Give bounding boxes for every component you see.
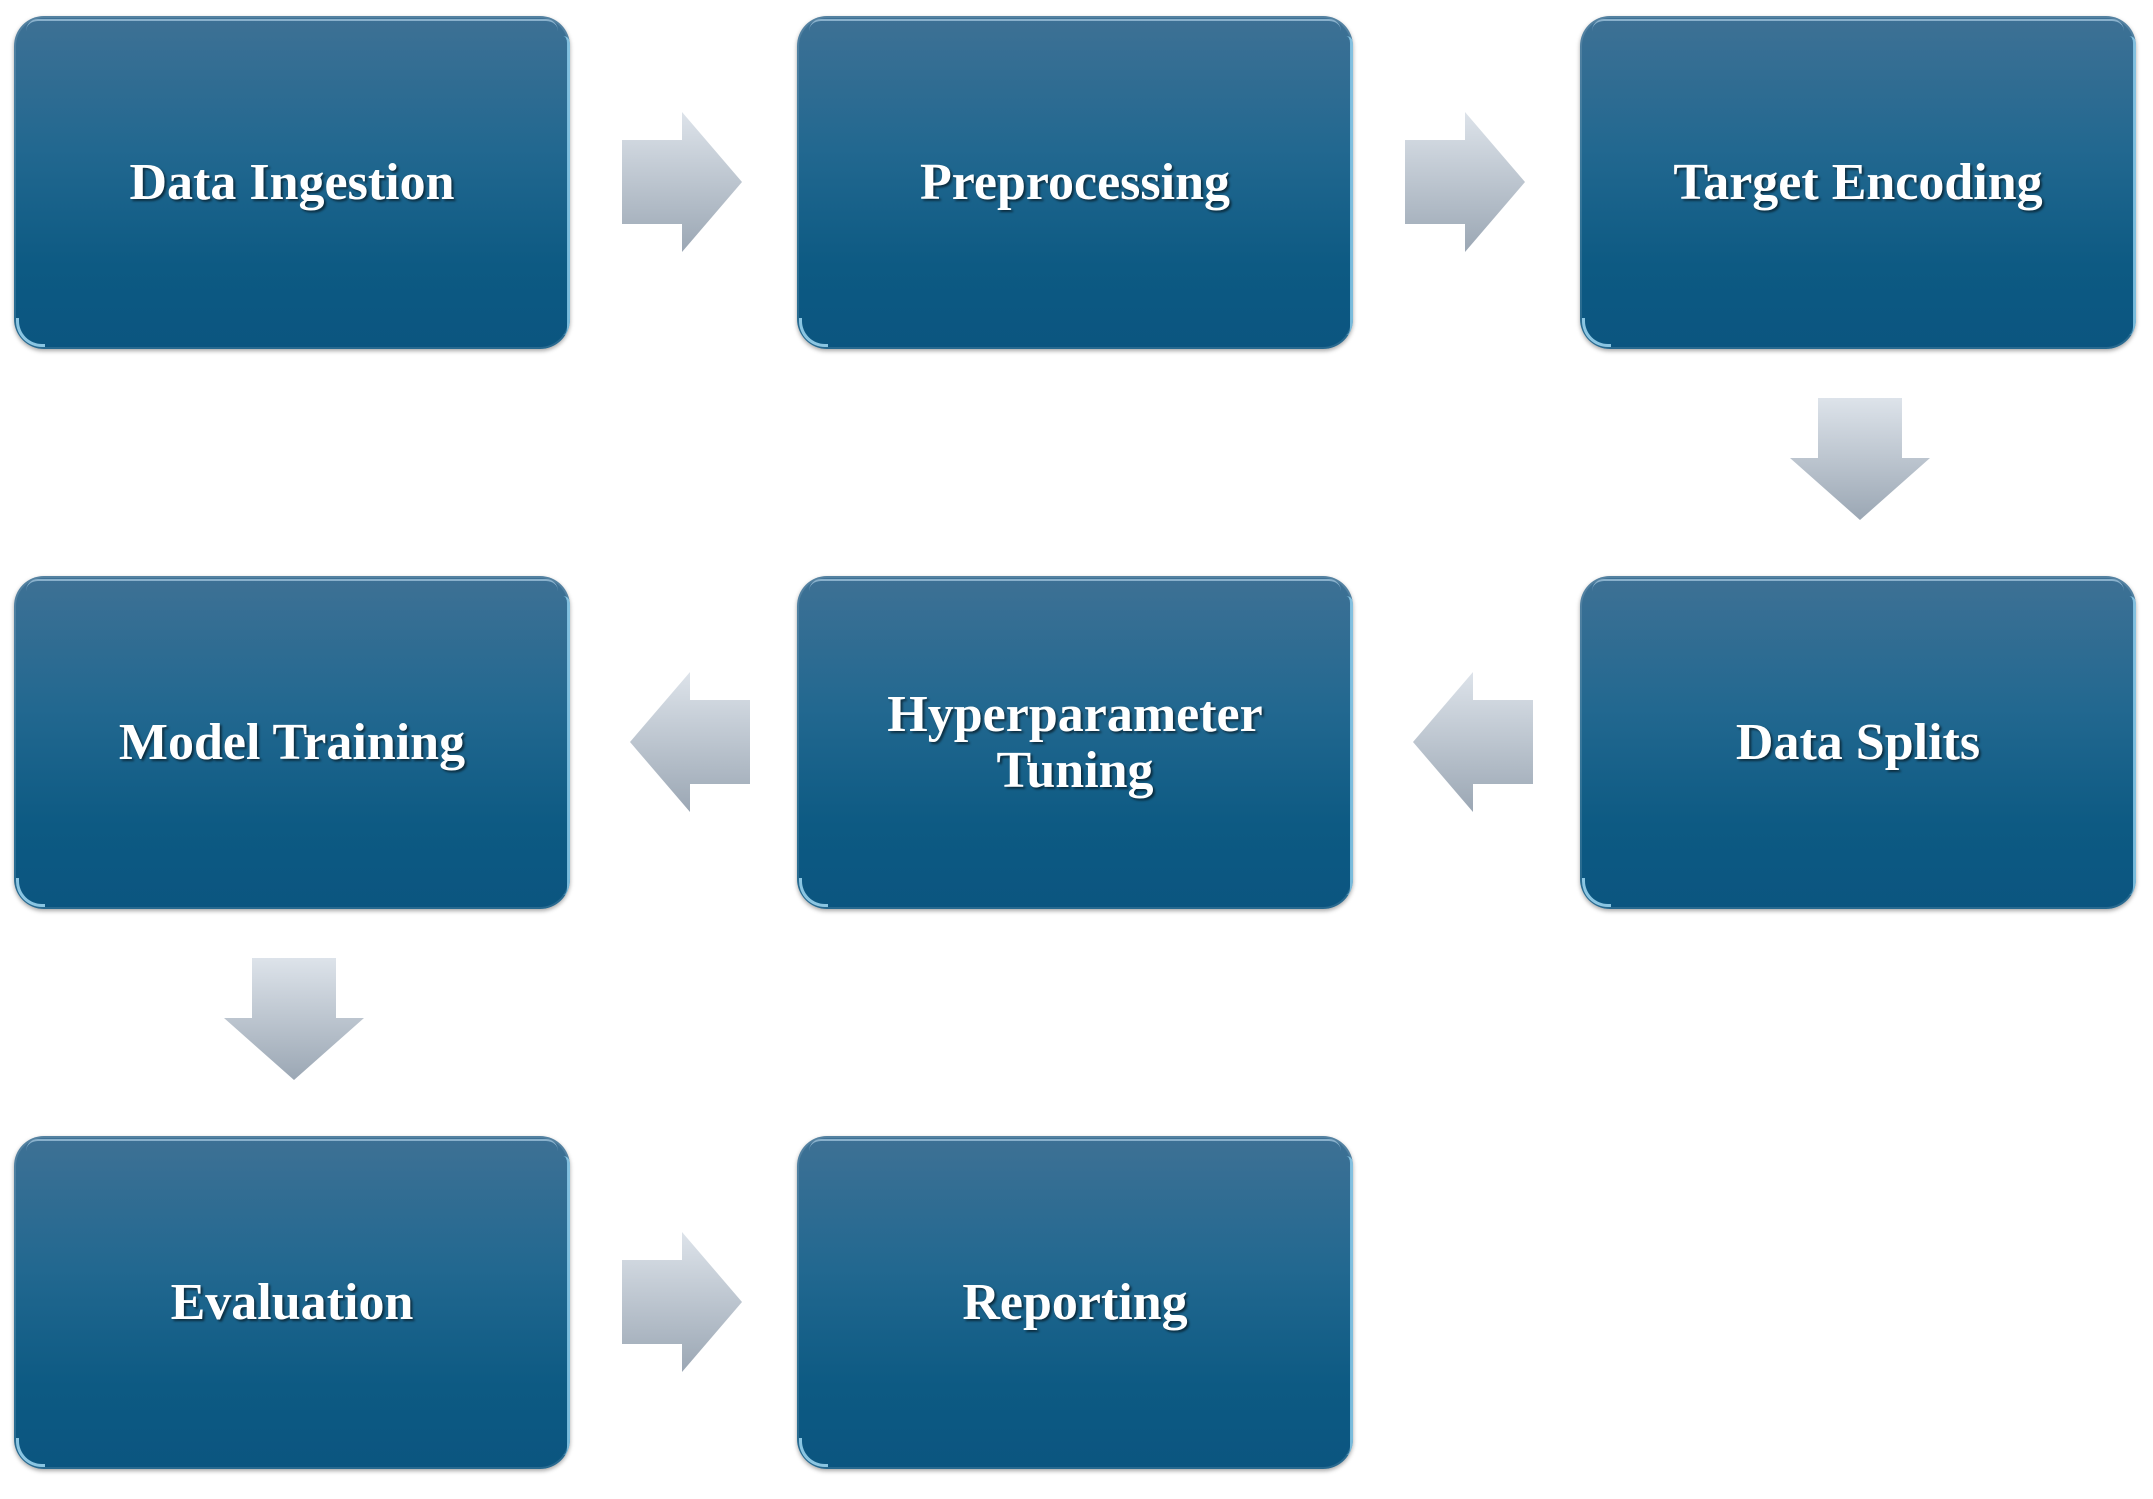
step-preprocessing: Preprocessing — [797, 16, 1353, 349]
arrow-down-icon — [224, 958, 364, 1080]
step-model-training: Model Training — [14, 576, 570, 909]
arrow-down-icon — [1790, 398, 1930, 520]
arrow-right-icon — [622, 1232, 742, 1372]
step-label: Data Splits — [1735, 713, 1981, 771]
step-hyperparameter-tuning: Hyperparameter Tuning — [797, 576, 1353, 909]
step-label: Model Training — [118, 713, 466, 771]
step-label: Target Encoding — [1673, 153, 2043, 211]
step-label: Preprocessing — [919, 153, 1231, 211]
box-highlight — [799, 318, 828, 347]
step-label: Hyperparameter Tuning — [887, 685, 1263, 799]
box-highlight — [16, 318, 45, 347]
step-evaluation: Evaluation — [14, 1136, 570, 1469]
arrow-left-icon — [1413, 672, 1533, 812]
step-data-splits: Data Splits — [1580, 576, 2136, 909]
box-highlight — [799, 1438, 828, 1467]
step-label: Evaluation — [170, 1273, 414, 1331]
step-data-ingestion: Data Ingestion — [14, 16, 570, 349]
box-highlight — [16, 878, 45, 907]
step-reporting: Reporting — [797, 1136, 1353, 1469]
arrow-right-icon — [622, 112, 742, 252]
box-highlight — [16, 1438, 45, 1467]
step-target-encoding: Target Encoding — [1580, 16, 2136, 349]
arrow-left-icon — [630, 672, 750, 812]
step-label: Data Ingestion — [129, 153, 455, 211]
box-highlight — [799, 878, 828, 907]
arrow-right-icon — [1405, 112, 1525, 252]
box-highlight — [1582, 878, 1611, 907]
step-label: Reporting — [962, 1273, 1188, 1331]
box-highlight — [1582, 318, 1611, 347]
